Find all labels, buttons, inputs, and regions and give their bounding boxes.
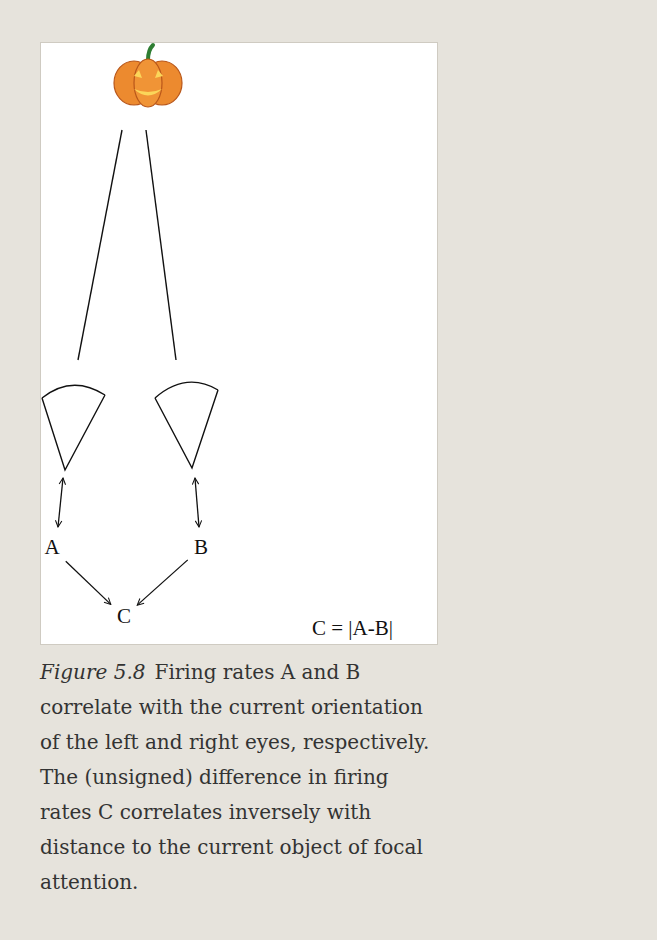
- figure-number: Figure 5.8: [40, 660, 146, 684]
- pumpkin-eye: [134, 70, 142, 78]
- eye-symbol: [42, 395, 105, 470]
- pumpkin-mouth: [134, 89, 162, 96]
- figure-caption: Figure 5.8Firing rates A and B correlate…: [40, 655, 445, 900]
- pumpkin-lobe: [134, 59, 162, 107]
- caption-text: Firing rates A and B correlate with the …: [40, 660, 429, 894]
- signal-arrow: [137, 560, 188, 605]
- sight-line: [78, 130, 122, 360]
- pumpkin: [114, 45, 182, 107]
- formula-label: C = |A-B|: [312, 616, 393, 641]
- signal-node: A: [40, 534, 63, 561]
- signal-arrow: [66, 561, 111, 604]
- pumpkin-stem: [148, 45, 153, 60]
- sight-line: [146, 130, 176, 360]
- signal-label: B: [194, 535, 208, 559]
- double-arrow: [195, 478, 199, 527]
- signal-node: B: [190, 534, 212, 561]
- double-arrow: [58, 478, 63, 527]
- pumpkin-eye: [155, 70, 163, 78]
- eye-arc: [155, 382, 218, 398]
- signal-node: C: [113, 603, 135, 630]
- eye-arc: [42, 385, 105, 398]
- signal-label: C: [117, 604, 131, 628]
- figure-panel: [40, 42, 438, 645]
- eye-symbol: [155, 390, 218, 468]
- signal-label: A: [44, 535, 59, 559]
